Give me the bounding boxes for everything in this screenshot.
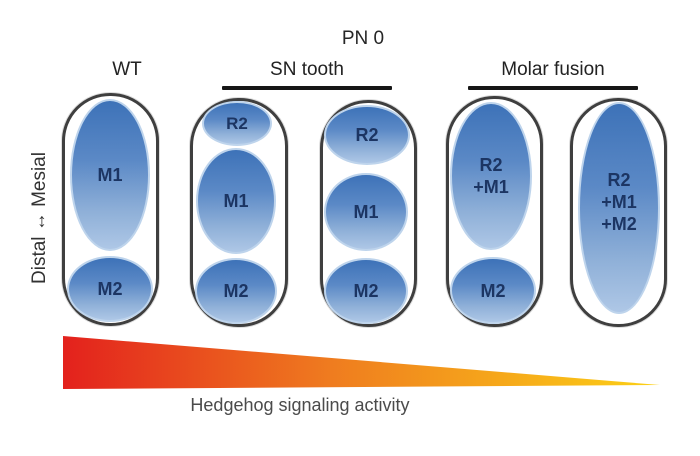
lobe-r2-m1-m2: R2 +M1 +M2 (578, 102, 660, 314)
tooth-germ-sn-1: R2 M1 M2 (190, 98, 288, 327)
molar-fusion-underline (468, 86, 638, 90)
sn-tooth-underline (222, 86, 392, 90)
lobe-m1: M1 (324, 173, 408, 251)
lobe-m1: M1 (196, 148, 276, 254)
hedgehog-activity-label: Hedgehog signaling activity (190, 395, 410, 415)
tooth-germ-fusion-2: R2 +M1 +M2 (570, 98, 667, 327)
lobe-m2: M2 (324, 258, 408, 324)
gradient-triangle-shape (63, 336, 660, 389)
hedgehog-gradient-triangle (63, 336, 660, 389)
tooth-germ-wt: M1 M2 (62, 93, 159, 326)
group-label-wt: WT (112, 59, 142, 80)
lobe-r2: R2 (324, 105, 410, 165)
tooth-germ-sn-2: R2 M1 M2 (320, 100, 417, 327)
lobe-m2: M2 (67, 256, 153, 322)
lobe-r2: R2 (202, 101, 272, 146)
group-label-molar-fusion: Molar fusion (501, 59, 605, 80)
lobe-m1: M1 (70, 99, 150, 251)
lobe-m2: M2 (450, 257, 536, 324)
lobe-m2: M2 (195, 258, 277, 324)
stage-title: PN 0 (341, 28, 385, 49)
tooth-germ-fusion-1: R2 +M1 M2 (446, 96, 543, 327)
lobe-r2-m1: R2 +M1 (450, 102, 532, 250)
distal-mesial-axis-label: Distal ↔ Mesial (29, 152, 50, 284)
group-label-sn-tooth: SN tooth (270, 59, 344, 80)
